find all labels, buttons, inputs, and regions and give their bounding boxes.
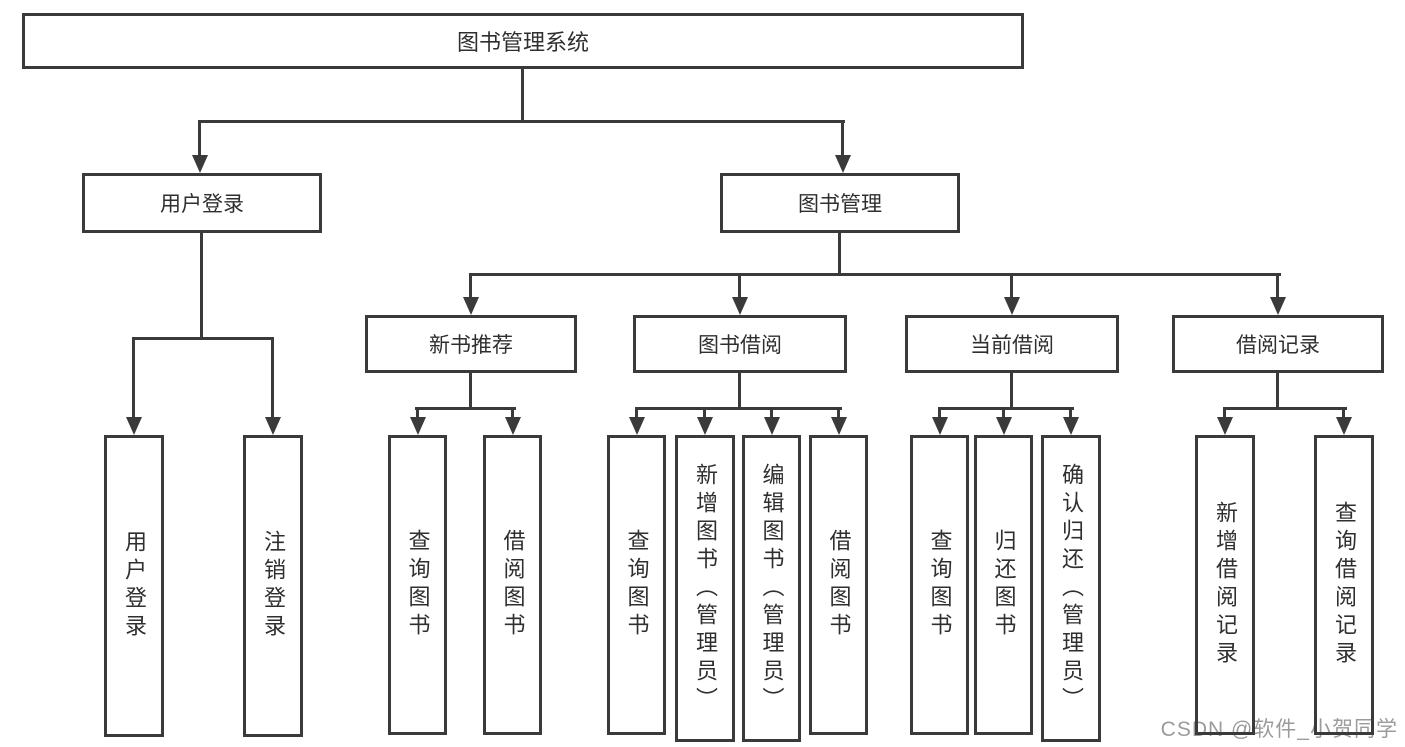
connector-current-branch (938, 407, 1074, 410)
connector-recommend-branch (415, 407, 516, 410)
node-new-book-recommend-label: 新书推荐 (429, 334, 513, 357)
node-book-borrow-label: 图书借阅 (698, 334, 782, 357)
node-borrow-records: 借阅记录 (1172, 315, 1384, 373)
leaf-label: 借阅图书 (500, 529, 526, 641)
connector-bookmgmt-drop3 (1010, 273, 1013, 299)
connector-root-stem (521, 68, 524, 121)
node-root-label: 图书管理系统 (456, 30, 589, 55)
leaf-label: 确认归还（管理员） (1059, 462, 1084, 715)
leaf-label: 查询借阅记录 (1332, 501, 1357, 669)
connector-records-drop1 (1223, 407, 1226, 419)
leaf-label: 查询图书 (405, 529, 431, 641)
connector-records-branch (1223, 407, 1347, 410)
connector-userlogin-branch (132, 337, 274, 340)
connector-current-stem (1010, 373, 1013, 407)
node-root-system: 图书管理系统 (22, 13, 1024, 69)
connector-root-drop-right (841, 120, 844, 157)
leaf-add-books-admin: 新增图书（管理员） (675, 435, 735, 742)
connector-recommend-stem (469, 373, 472, 407)
node-book-management-label: 图书管理 (798, 193, 882, 216)
arrow-down-icon (764, 417, 780, 435)
arrow-down-icon (697, 417, 713, 435)
connector-recommend-drop1 (416, 407, 419, 419)
leaf-user-login: 用户登录 (104, 435, 164, 737)
connector-userlogin-stem (200, 233, 203, 337)
leaf-borrow-books-recommend: 借阅图书 (483, 435, 542, 735)
arrow-down-icon (265, 417, 281, 435)
leaf-label: 查询图书 (624, 529, 650, 641)
leaf-add-borrow-record: 新增借阅记录 (1195, 435, 1255, 735)
node-book-borrow: 图书借阅 (633, 315, 847, 373)
arrow-down-icon (463, 297, 479, 315)
node-borrow-records-label: 借阅记录 (1236, 334, 1320, 357)
connector-userlogin-drop2 (271, 337, 274, 418)
arrow-down-icon (629, 417, 645, 435)
connector-recommend-drop2 (511, 407, 514, 419)
connector-userlogin-drop1 (132, 337, 135, 418)
connector-borrow-drop2 (703, 407, 706, 419)
connector-root-branch (198, 120, 845, 123)
leaf-label: 新增图书（管理员） (693, 462, 718, 715)
leaf-logout: 注销登录 (243, 435, 303, 737)
connector-current-drop2 (1002, 407, 1005, 419)
connector-bookmgmt-drop2 (738, 273, 741, 299)
leaf-label: 借阅图书 (826, 529, 852, 641)
arrow-down-icon (831, 417, 847, 435)
connector-bookmgmt-stem (838, 233, 841, 273)
connector-records-stem (1276, 373, 1279, 407)
arrow-down-icon (192, 155, 208, 173)
leaf-label: 用户登录 (122, 530, 147, 642)
leaf-label: 归还图书 (991, 529, 1017, 641)
connector-borrow-drop3 (770, 407, 773, 419)
node-current-borrow: 当前借阅 (905, 315, 1119, 373)
arrow-down-icon (126, 417, 142, 435)
arrow-down-icon (1063, 417, 1079, 435)
leaf-label: 新增借阅记录 (1213, 501, 1238, 669)
arrow-down-icon (732, 297, 748, 315)
arrow-down-icon (1336, 417, 1352, 435)
connector-records-drop2 (1342, 407, 1345, 419)
arrow-down-icon (1217, 417, 1233, 435)
leaf-query-books-borrow: 查询图书 (607, 435, 666, 735)
leaf-query-borrow-record: 查询借阅记录 (1314, 435, 1374, 735)
leaf-confirm-return-admin: 确认归还（管理员） (1041, 435, 1101, 742)
arrow-down-icon (410, 417, 426, 435)
connector-borrow-stem (738, 373, 741, 407)
leaf-label: 注销登录 (261, 530, 286, 642)
arrow-down-icon (932, 417, 948, 435)
connector-borrow-branch (635, 407, 842, 410)
node-book-management: 图书管理 (720, 173, 960, 233)
node-user-login: 用户登录 (82, 173, 322, 233)
connector-bookmgmt-branch (469, 273, 1281, 276)
node-current-borrow-label: 当前借阅 (970, 334, 1054, 357)
connector-bookmgmt-drop4 (1276, 273, 1279, 299)
leaf-query-books-current: 查询图书 (910, 435, 969, 735)
arrow-down-icon (505, 417, 521, 435)
leaf-borrow-books: 借阅图书 (809, 435, 868, 735)
csdn-watermark: CSDN @软件_小贺同学 (1160, 718, 1398, 741)
leaf-return-books: 归还图书 (974, 435, 1033, 735)
arrow-down-icon (1004, 297, 1020, 315)
connector-current-drop1 (938, 407, 941, 419)
node-new-book-recommend: 新书推荐 (365, 315, 577, 373)
connector-current-drop3 (1069, 407, 1072, 419)
arrow-down-icon (996, 417, 1012, 435)
arrow-down-icon (835, 155, 851, 173)
leaf-query-books-recommend: 查询图书 (388, 435, 447, 735)
connector-root-drop-left (198, 120, 201, 157)
leaf-label: 查询图书 (927, 529, 953, 641)
node-user-login-label: 用户登录 (160, 193, 244, 216)
arrow-down-icon (1270, 297, 1286, 315)
connector-borrow-drop1 (635, 407, 638, 419)
leaf-label: 编辑图书（管理员） (759, 462, 785, 715)
leaf-edit-books-admin: 编辑图书（管理员） (742, 435, 801, 742)
connector-borrow-drop4 (837, 407, 840, 419)
connector-bookmgmt-drop1 (469, 273, 472, 299)
